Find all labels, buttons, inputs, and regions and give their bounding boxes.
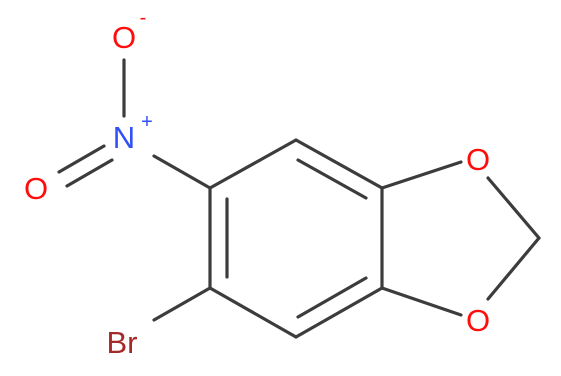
atom-o-ring-top: O	[466, 142, 490, 177]
atom-n: N	[113, 120, 135, 155]
bond-ring	[208, 138, 298, 190]
atom-o-minus: O	[112, 20, 136, 55]
bond-c-o-top	[380, 160, 463, 190]
bond-ring	[294, 138, 384, 190]
bond-n-o-double-b	[65, 158, 114, 188]
bond-c-n	[152, 154, 212, 190]
atom-o-ring-bottom: O	[466, 303, 490, 338]
atom-br: Br	[107, 325, 138, 360]
atom-labels: O - N + O O O Br	[24, 7, 490, 360]
bond-n-o-double-a	[57, 144, 106, 174]
bond-ring-inner	[296, 276, 368, 319]
charge-minus: -	[140, 7, 147, 29]
charge-plus: +	[141, 111, 153, 133]
bond-o-ch2-top	[486, 176, 541, 240]
bond-ring-inner	[296, 158, 368, 200]
bond-ring	[208, 286, 298, 339]
bond-c-o-bottom	[380, 286, 463, 317]
bond-c-br	[152, 286, 212, 322]
bond-ring	[294, 286, 384, 339]
atom-o-double: O	[24, 171, 48, 206]
bonds	[57, 58, 541, 339]
bond-o-ch2-bottom	[486, 236, 541, 301]
